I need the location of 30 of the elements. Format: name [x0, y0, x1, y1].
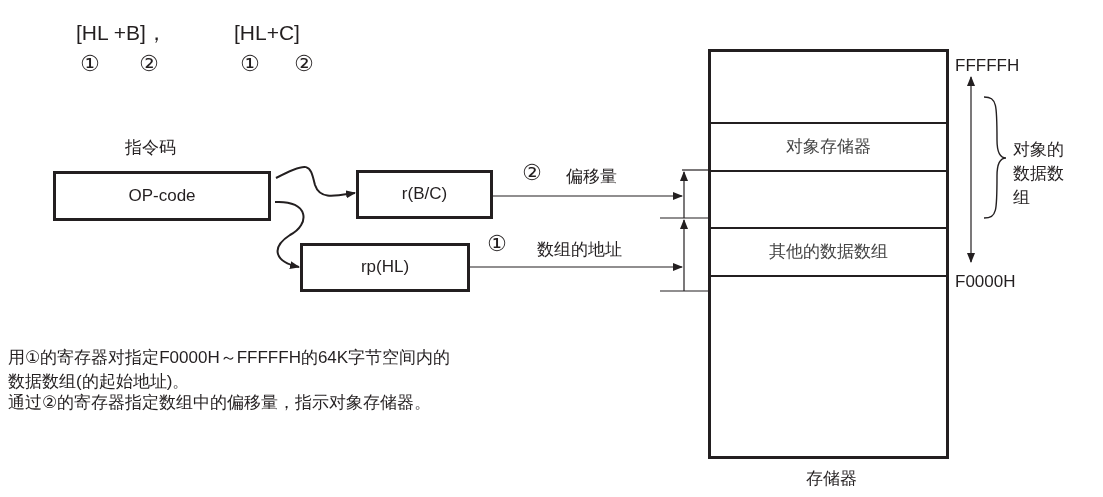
- block-caption: 存储器: [806, 470, 857, 489]
- circled-number: ②: [522, 161, 542, 186]
- box-heading: 指令码: [125, 139, 176, 158]
- address-label: FFFFFH: [955, 57, 1020, 76]
- circled-number: ①: [240, 52, 260, 77]
- memory-band: [711, 227, 946, 277]
- arrow: [492, 192, 683, 200]
- operand-text: [HL +B]，: [76, 21, 167, 45]
- edge-label: 数组的地址: [537, 241, 622, 260]
- circled-number: ②: [139, 52, 159, 77]
- band-label: 其他的数据数组: [769, 242, 888, 262]
- arrow: [274, 201, 305, 269]
- arrow: [275, 165, 356, 199]
- register-box: [356, 170, 493, 219]
- note-text: 通过②的寄存器指定数组中的偏移量，指示对象存储器。: [8, 394, 432, 413]
- circled-number: ①: [487, 232, 507, 257]
- circled-number: ②: [294, 52, 314, 77]
- memory-band: [711, 122, 946, 172]
- arrow: [469, 263, 683, 271]
- address-label: F0000H: [955, 273, 1016, 292]
- circled-number: ①: [80, 52, 100, 77]
- box-label: r(B/C): [401, 185, 448, 204]
- box-label: rp(HL): [360, 258, 410, 277]
- box-label: OP-code: [128, 186, 196, 206]
- register-box: [300, 243, 470, 292]
- operand-text: [HL+C]: [234, 21, 300, 45]
- band-label: 对象存储器: [786, 137, 871, 157]
- note-text: 用①的寄存器对指定F0000H～FFFFFH的64K字节空间内的数据数组(的起始地址)。: [8, 347, 452, 393]
- group-label: 对象的数据数组: [1013, 139, 1065, 209]
- edge-label: 偏移量: [566, 168, 617, 187]
